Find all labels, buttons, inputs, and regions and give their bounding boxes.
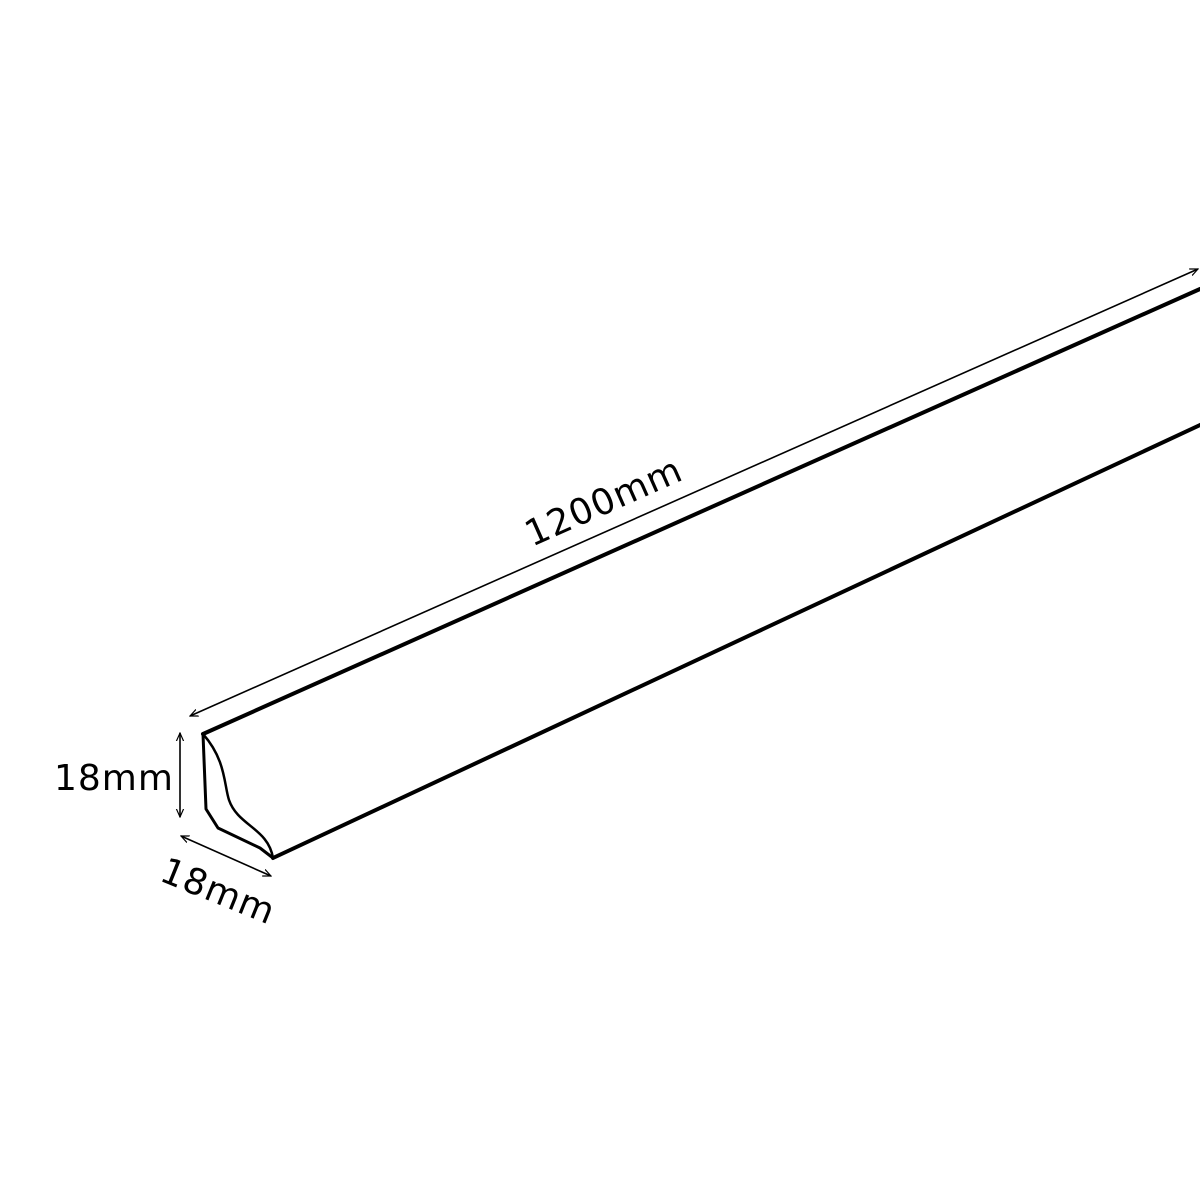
moulding-end-face — [201, 732, 275, 860]
height-dimension: 18mm — [54, 733, 180, 817]
moulding-cove-curve — [201, 732, 275, 860]
depth-arrow — [181, 835, 271, 877]
length-label: 1200mm — [519, 450, 689, 556]
moulding-top-edge — [201, 287, 1200, 736]
height-label: 18mm — [54, 758, 174, 799]
depth-label: 18mm — [155, 850, 282, 933]
length-dimension: 1200mm — [190, 268, 1198, 717]
moulding-profile — [201, 287, 1200, 860]
length-arrow — [190, 268, 1198, 717]
